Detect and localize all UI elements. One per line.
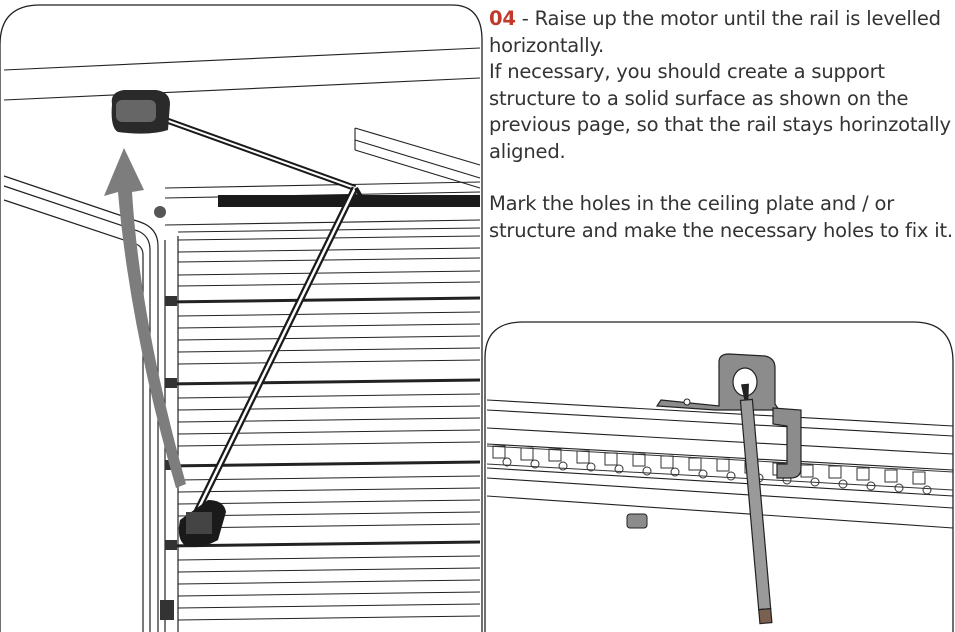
- step-description: - Raise up the motor until the rail is l…: [489, 7, 941, 57]
- instruction-text: 04 - Raise up the motor until the rail i…: [489, 6, 955, 244]
- mark-holes-note: Mark the holes in the ceiling plate and …: [489, 192, 953, 242]
- ceiling-lines: [3, 47, 481, 101]
- upper-rail: [354, 127, 481, 189]
- chain: [486, 445, 954, 495]
- rail-clip: [772, 407, 802, 479]
- step-paragraph: 04 - Raise up the motor until the rail i…: [489, 6, 955, 59]
- frame-border: [0, 4, 483, 632]
- rail-tab: [626, 513, 648, 529]
- side-track: [3, 175, 179, 632]
- lift-arrow: [104, 148, 186, 488]
- motor-rail: [158, 115, 368, 532]
- rail-profile: [486, 399, 954, 529]
- roller-top: [154, 206, 166, 218]
- step-number: 04: [489, 7, 516, 30]
- door-slats: [164, 227, 481, 621]
- motor-unit-lower: [178, 500, 226, 548]
- ceiling-plate-illustration: [484, 321, 954, 632]
- support-structure-note: If necessary, you should create a suppor…: [489, 60, 951, 163]
- ceiling-plate-bracket: [655, 353, 781, 411]
- motor-unit-raised: [111, 90, 170, 134]
- garage-door-illustration: [0, 4, 483, 632]
- detail-frame-border: [484, 321, 954, 632]
- pencil-icon: [739, 383, 773, 625]
